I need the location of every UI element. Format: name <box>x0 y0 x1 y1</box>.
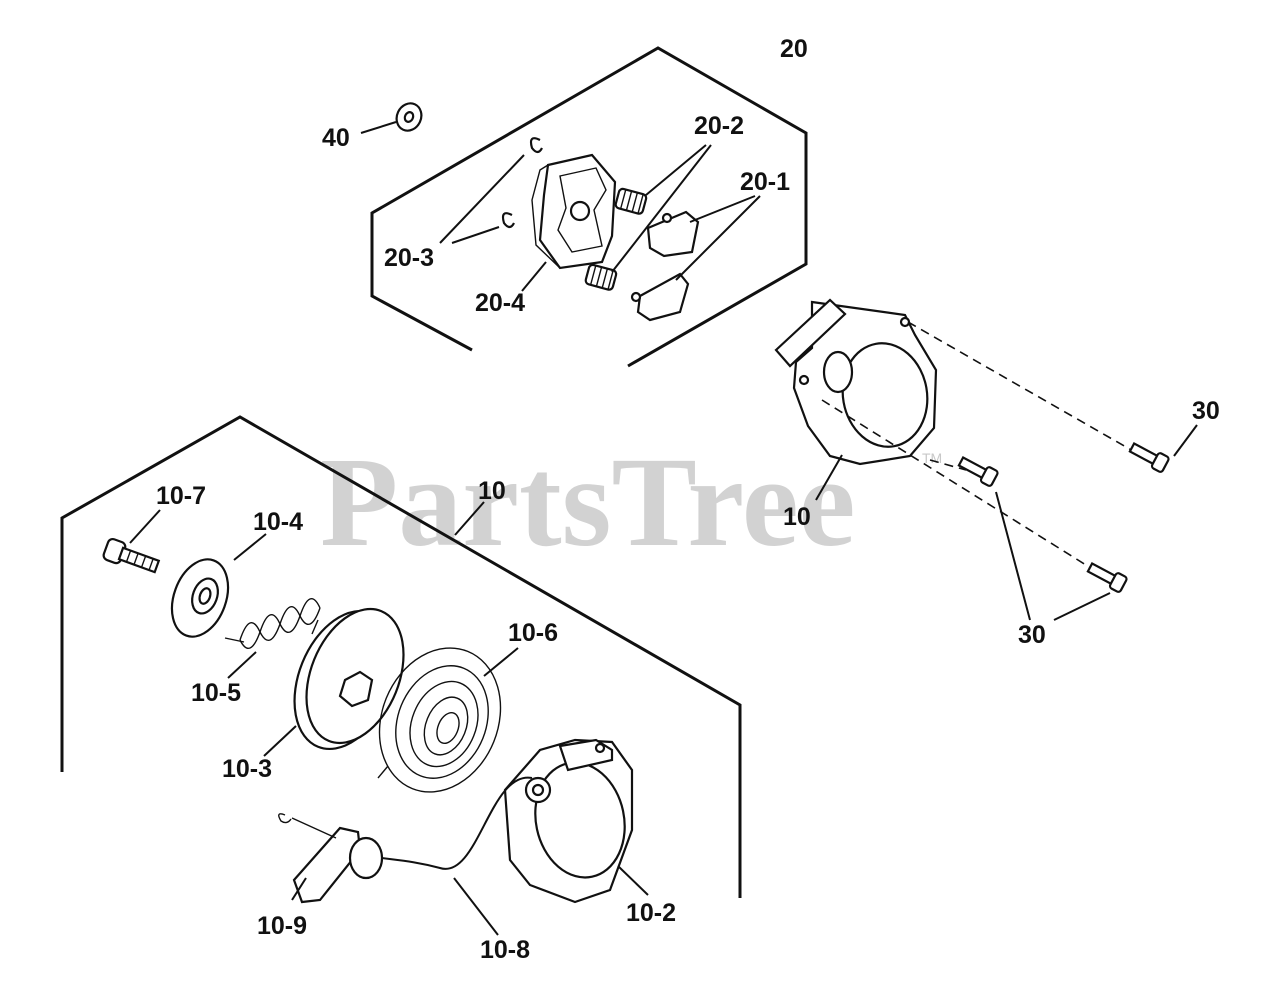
coil-spring-part <box>224 598 321 679</box>
label-10-5: 10-5 <box>191 679 241 707</box>
label-30-bottom: 30 <box>1018 621 1046 649</box>
label-10-right: 10 <box>783 503 811 531</box>
label-30-top: 30 <box>1192 397 1220 425</box>
hub-part <box>170 533 267 638</box>
label-10-2: 10-2 <box>626 899 676 927</box>
label-10-9: 10-9 <box>257 912 307 940</box>
starter-assembly-part <box>774 298 938 501</box>
clutch-assembly-frame <box>370 46 808 368</box>
label-20-1: 20-1 <box>740 168 790 196</box>
bolt-parts <box>821 321 1198 621</box>
label-10-left: 10 <box>478 477 506 505</box>
label-10-6: 10-6 <box>508 619 558 647</box>
clutch-shoe-parts <box>630 195 761 322</box>
screw-part <box>102 509 161 574</box>
label-20: 20 <box>780 35 808 63</box>
label-10-7: 10-7 <box>156 482 206 510</box>
label-20-2: 20-2 <box>694 112 744 140</box>
recoil-spring-part <box>377 647 519 793</box>
starter-rope-part <box>367 776 533 936</box>
label-10-8: 10-8 <box>480 936 530 964</box>
watermark: PartsTree <box>320 431 855 573</box>
leader-10-left <box>454 501 485 536</box>
label-20-4: 20-4 <box>475 289 525 317</box>
label-10-3: 10-3 <box>222 755 272 783</box>
label-20-3: 20-3 <box>384 244 434 272</box>
spring-parts <box>584 144 712 291</box>
clutch-hub-part <box>521 153 617 292</box>
label-10-4: 10-4 <box>253 508 303 536</box>
pulley-part <box>263 607 405 757</box>
washer-part <box>360 102 423 134</box>
label-40: 40 <box>322 124 350 152</box>
clip-parts <box>439 137 543 244</box>
starter-case-part <box>503 738 649 904</box>
starter-handle-part <box>278 813 384 904</box>
starter-assembly-frame <box>60 415 742 898</box>
